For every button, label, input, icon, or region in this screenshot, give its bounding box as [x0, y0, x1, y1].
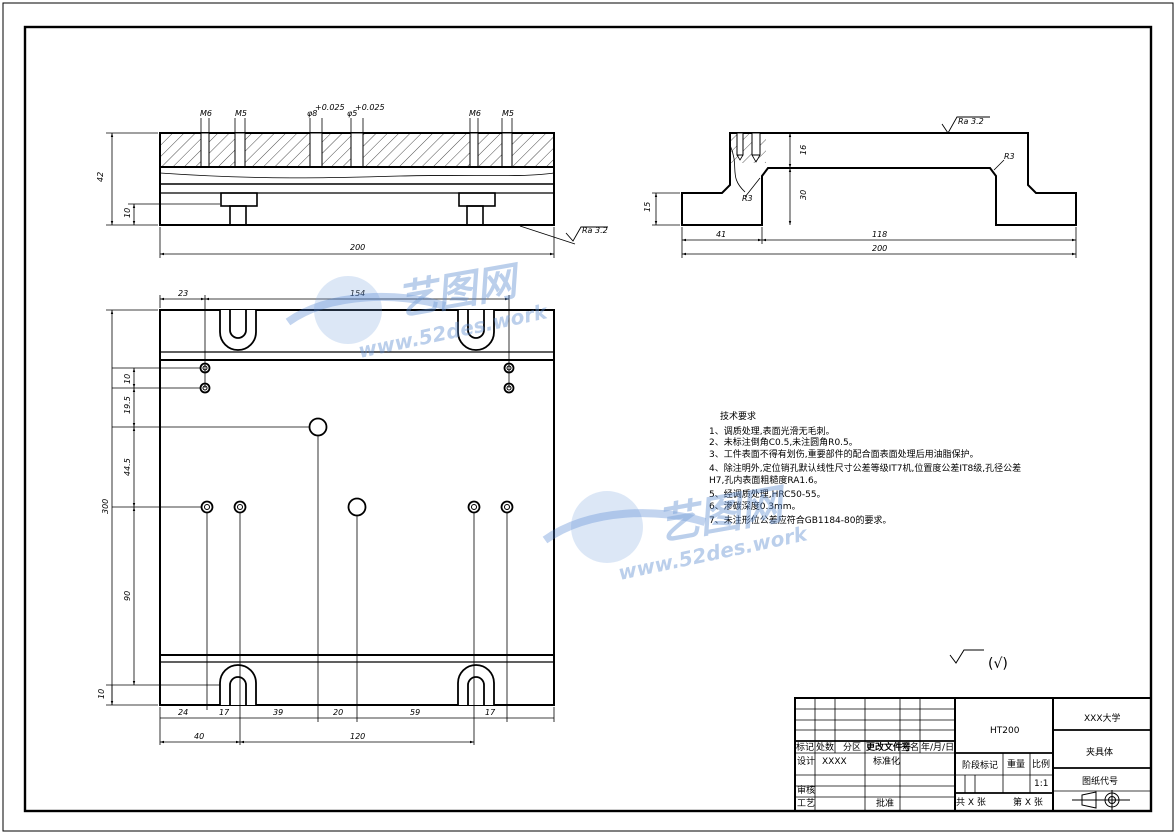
tb-material: HT200: [990, 726, 1020, 736]
front-pins: [220, 192, 496, 226]
callout-m5-a: M5: [235, 109, 247, 118]
front-body: [159, 166, 555, 226]
tb-process: 工艺: [797, 798, 815, 809]
dim-plan-17b: 17: [485, 708, 496, 717]
callout-phi5: φ5: [347, 109, 357, 118]
sheet-inner-border: [23, 25, 1153, 813]
dim-plan-10b: 10: [97, 689, 106, 699]
dim-plan-23: 23: [178, 289, 188, 298]
callout-phi5-tol: +0.025: [355, 103, 385, 112]
plan-view: 23 154 300 10 19.5 44.5 90 10 24 17 39 2…: [97, 289, 555, 745]
roughness-symbol-front: [519, 225, 608, 245]
dim-plan-20: 20: [333, 708, 343, 717]
dim-plan-90: 90: [123, 591, 132, 601]
tech-req-item: H7,孔内表面粗糙度RA1.6。: [709, 474, 823, 486]
roughness-front-label: Ra 3.2: [582, 226, 608, 235]
callout-m5-b: M5: [502, 109, 514, 118]
dim-side-r3-a: R3: [742, 194, 753, 203]
dim-plan-17a: 17: [219, 708, 230, 717]
dim-plan-39: 39: [273, 708, 283, 717]
tb-scale-value: 1:1: [1034, 779, 1048, 789]
tb-weight: 重量: [1007, 758, 1025, 770]
watermark-globe-icon: [571, 491, 643, 563]
general-roughness-label: (√): [988, 656, 1008, 672]
dim-plan-10a: 10: [123, 374, 132, 384]
dim-side-r3-b: R3: [1004, 152, 1015, 161]
dim-side-200: 200: [872, 244, 887, 253]
tb-total-sheets: 共 X 张: [956, 797, 986, 808]
callout-m6-b: M6: [469, 109, 481, 118]
tech-req-item: 2、未标注倒角C0.5,未注圆角R0.5。: [709, 436, 858, 448]
dim-plan-154: 154: [350, 289, 365, 298]
dim-plan-24: 24: [178, 708, 188, 717]
dim-plan-195: 19.5: [123, 396, 132, 414]
tech-req-item: 1、调质处理,表面光滑无毛刺。: [709, 425, 835, 437]
tech-req-item: 3、工件表面不得有划伤,重要部件的配合面表面处理后用油脂保护。: [709, 448, 979, 460]
dim-front-height: 42: [96, 172, 105, 182]
plan-u-slots: [219, 310, 495, 705]
tb-scale: 比例: [1032, 758, 1050, 770]
tb-sign: 签名: [901, 741, 919, 753]
dim-plan-300: 300: [101, 499, 110, 514]
tb-stage-mark: 阶段标记: [962, 759, 998, 771]
tb-university: XXX大学: [1084, 712, 1121, 724]
tb-design: 设计: [797, 755, 815, 767]
dim-side-15: 15: [643, 202, 652, 212]
tb-date: 年/月/日: [921, 741, 954, 753]
tb-standardize: 标准化: [873, 755, 900, 767]
front-hole-callouts: [200, 118, 513, 133]
roughness-side-label: Ra 3.2: [958, 117, 984, 126]
technical-requirements: 技术要求 1、调质处理,表面光滑无毛刺。 2、未标注倒角C0.5,未注圆角R0.…: [709, 410, 1021, 526]
tb-designer: XXXX: [822, 757, 847, 767]
tb-zone: 分区: [843, 742, 861, 753]
dim-plan-120: 120: [350, 732, 365, 741]
dim-front-base: 10: [123, 208, 132, 218]
tb-mark: 标记: [796, 741, 814, 753]
general-roughness-symbol: (√): [949, 649, 1008, 672]
tb-change-doc: 更改文件号: [866, 741, 911, 753]
dim-plan-40: 40: [194, 732, 204, 741]
watermark-1: 艺图网 www.52des.work: [285, 258, 551, 363]
callout-phi8: φ8: [307, 109, 317, 118]
tb-approve: 批准: [876, 797, 894, 809]
callout-m6-a: M6: [200, 109, 212, 118]
dim-side-41: 41: [716, 230, 726, 239]
dim-plan-59: 59: [410, 708, 420, 717]
tb-sheet-no: 第 X 张: [1013, 796, 1043, 808]
dim-side-30: 30: [799, 190, 808, 200]
tb-review: 审核: [797, 784, 815, 796]
dim-front-width: 200: [350, 243, 365, 252]
watermark-globe-icon: [314, 276, 382, 344]
plan-holes: [199, 362, 515, 517]
tech-req-title: 技术要求: [720, 410, 756, 422]
tb-part-name: 夹具体: [1086, 746, 1113, 758]
tb-count: 处数: [816, 741, 834, 753]
tb-drawing-no: 图纸代号: [1082, 775, 1118, 787]
watermark-2: 艺图网 www.52des.work: [542, 479, 811, 585]
front-section-holes: [200, 132, 513, 168]
dim-side-16: 16: [799, 145, 808, 155]
tech-req-item: 5、经调质处理,HRC50-55。: [709, 488, 826, 500]
callout-phi8-tol: +0.025: [315, 103, 345, 112]
front-view: 42 10 200 M6 M5 φ8 +0.025 φ5 +0.025 M6 M…: [96, 103, 608, 258]
projection-symbol-icon: [1072, 790, 1130, 810]
tech-req-item: 7、未注形位公差应符合GB1184-80的要求。: [709, 514, 891, 526]
tech-req-item: 6、渗碳深度0.3mm。: [709, 500, 801, 512]
side-view: 16 30 15 41 118 200 R3 R3 Ra 3.2: [643, 116, 1077, 258]
dim-plan-445: 44.5: [123, 458, 132, 476]
tech-req-item: 4、除注明外,定位销孔默认线性尺寸公差等级IT7机,位置度公差IT8级,孔径公差: [709, 462, 1021, 474]
plan-extension-lines: [106, 295, 555, 745]
dim-side-118: 118: [872, 230, 887, 239]
title-block: HT200 XXX大学 夹具体 图纸代号 标记 处数 分区 更改文件号 签名 年…: [794, 697, 1152, 812]
